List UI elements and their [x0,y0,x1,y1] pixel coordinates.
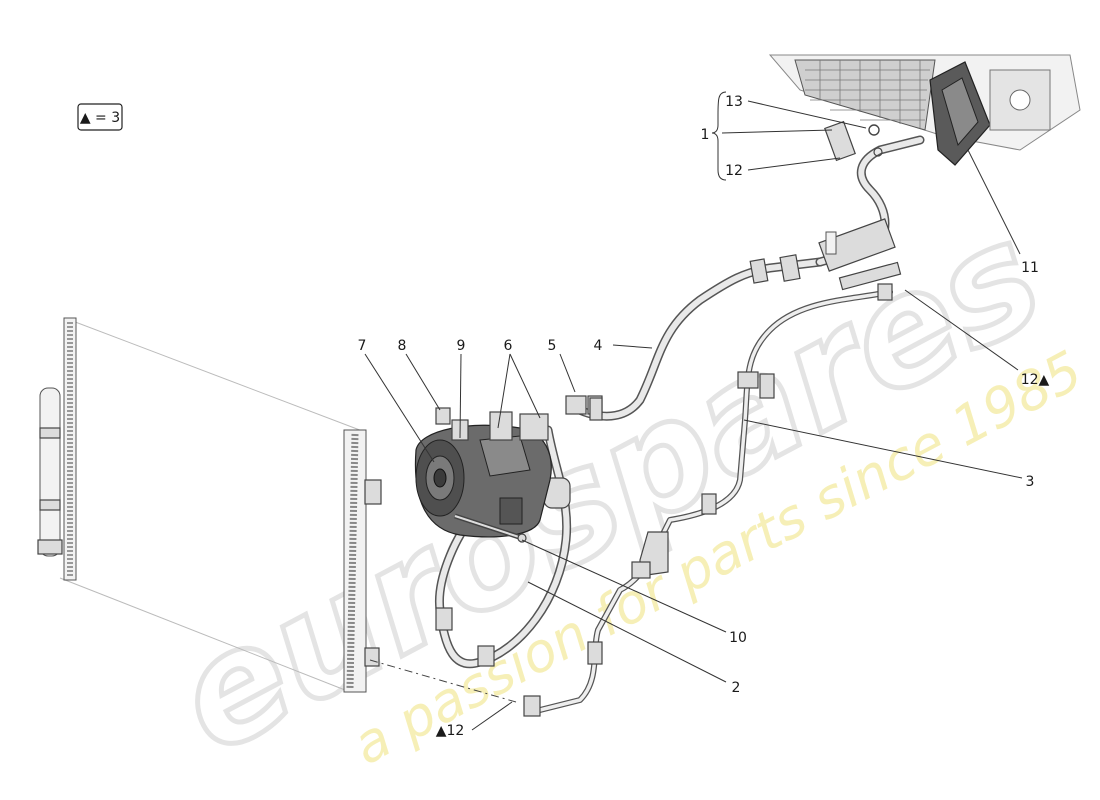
callout-8: 8 [398,338,407,354]
callout-12-top: 12 [725,163,743,179]
hvac-unit [768,54,1081,166]
callout-10: 10 [729,630,747,646]
callout-12-bottom: ▲12 [436,723,465,739]
callout-3: 3 [1026,474,1035,490]
callout-5: 5 [548,338,557,354]
callout-6: 6 [504,338,513,354]
leader-lines [364,91,1023,731]
callout-7: 7 [358,338,367,354]
axis-line [369,659,517,703]
watermark-brand: eurospares [149,189,1068,788]
callouts: 1 13 12 11 12▲ 3 4 5 6 9 8 7 10 2 ▲12 [358,94,1050,739]
hose-2 [434,425,572,669]
compressor [414,424,552,543]
legend-text: ▲ = 3 [80,110,120,126]
hose-upper [815,120,925,291]
callout-1: 1 [701,127,710,143]
callout-13: 13 [725,94,743,110]
tube-3 [523,283,893,717]
callout-9: 9 [457,338,466,354]
callout-11: 11 [1021,260,1039,276]
legend-box: ▲ = 3 [77,103,123,131]
callout-2: 2 [732,680,741,696]
condenser [37,317,382,693]
callout-12-right: 12▲ [1021,372,1050,388]
callout-4: 4 [594,338,603,354]
watermark: eurospares a passion for parts since 198… [146,186,1092,790]
